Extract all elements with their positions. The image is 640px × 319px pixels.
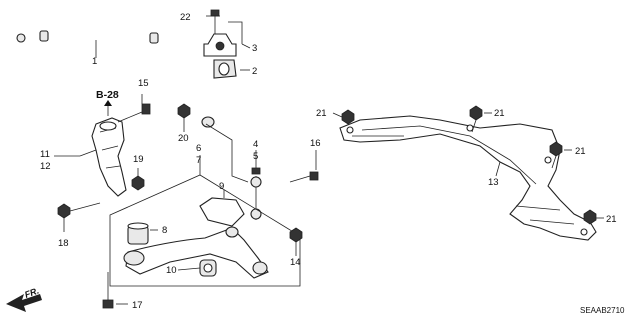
callout-2: 2 [252, 66, 257, 77]
bolt-21-set [341, 105, 597, 225]
stabilizer-bushing [213, 59, 237, 79]
front-arrow-icon [6, 294, 42, 312]
callout-4: 4 [253, 139, 258, 150]
lower-arm [123, 226, 269, 279]
compliance-bushing-8 [127, 222, 149, 245]
diagram-code: SEAAB2710 [580, 306, 625, 315]
callout-5: 5 [253, 151, 258, 162]
callout-14: 14 [290, 257, 301, 268]
callout-labels: 1 2 3 4 5 6 7 8 9 10 11 12 13 14 15 16 1… [23, 12, 625, 315]
callout-10: 10 [166, 265, 177, 276]
knuckle [91, 117, 127, 197]
stabilizer-holder [203, 33, 237, 57]
bolt-18 [57, 202, 101, 219]
callout-12: 12 [40, 161, 51, 172]
bolt-22 [210, 9, 220, 34]
stabilizer-bar [16, 30, 218, 129]
callout-15: 15 [138, 78, 149, 89]
callout-7: 7 [196, 155, 201, 166]
bushing-9 [199, 197, 245, 227]
callout-21c: 21 [575, 146, 586, 157]
callout-21b: 21 [494, 108, 505, 119]
callout-21d: 21 [606, 214, 617, 225]
callout-8: 8 [162, 225, 167, 236]
bolt-17 [102, 272, 114, 309]
callout-11: 11 [40, 149, 50, 160]
callout-19: 19 [133, 154, 144, 165]
callout-1: 1 [92, 56, 97, 67]
leader-lines [54, 15, 604, 305]
bolt-15 [117, 103, 151, 123]
lower-arm-box [109, 174, 301, 287]
callout-21a: 21 [316, 108, 327, 119]
callout-17: 17 [132, 300, 143, 311]
nut-20 [177, 103, 191, 119]
stabilizer-link [250, 167, 262, 220]
callout-3: 3 [252, 43, 257, 54]
reference-label: B-28 [96, 89, 119, 101]
callout-6: 6 [196, 143, 201, 154]
callout-13: 13 [488, 177, 499, 188]
front-subframe [339, 115, 597, 241]
front-label: FR. [23, 286, 40, 300]
nut-14 [289, 227, 303, 243]
reference-arrow [104, 100, 112, 116]
callout-22: 22 [180, 12, 191, 23]
callout-16: 16 [310, 138, 321, 149]
nut-19 [131, 175, 145, 191]
callout-9: 9 [219, 181, 224, 192]
bolt-16 [289, 171, 319, 183]
callout-18: 18 [58, 238, 69, 249]
callout-20: 20 [178, 133, 189, 144]
bushing-10 [199, 259, 217, 277]
